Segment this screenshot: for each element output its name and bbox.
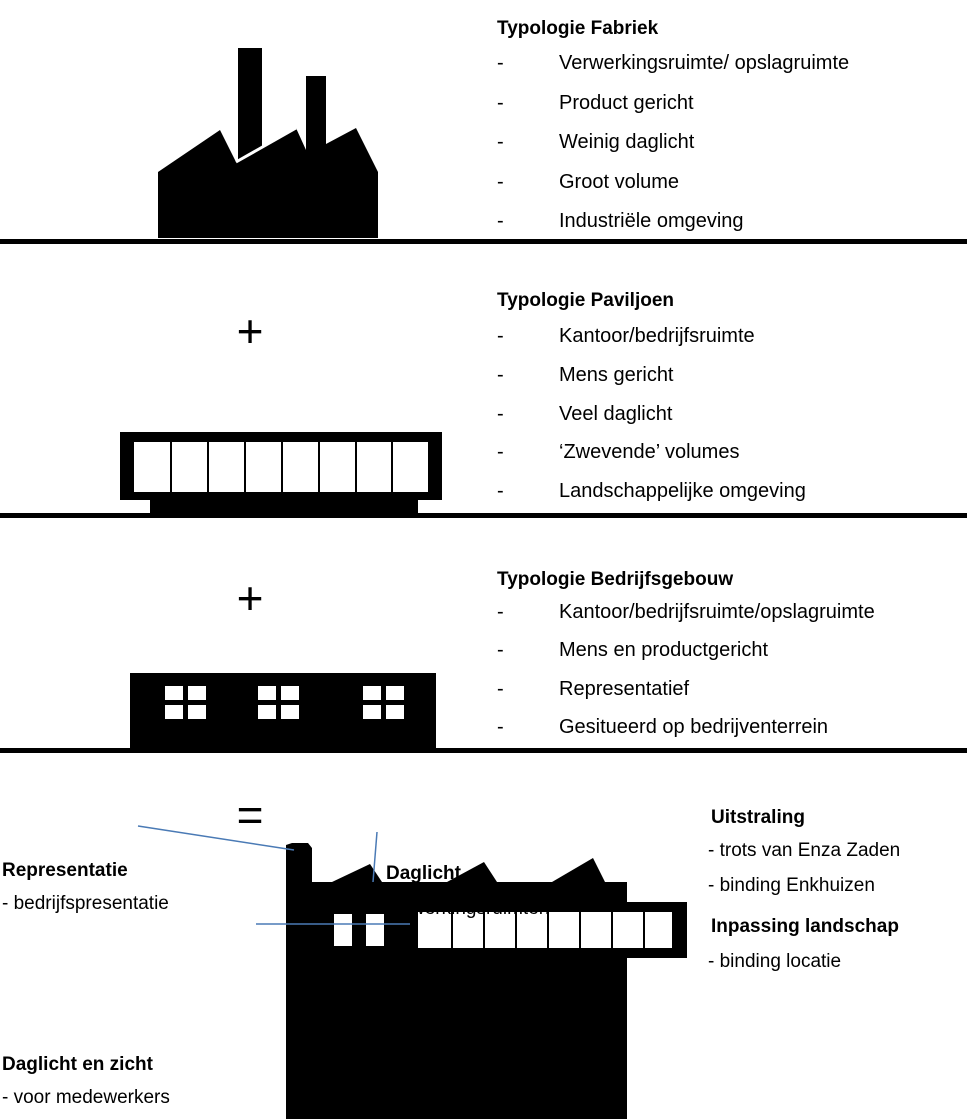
section-divider bbox=[0, 513, 967, 518]
combined-building-icon bbox=[137, 825, 687, 1119]
label-representatie-title: Representatie bbox=[2, 860, 128, 881]
label-daglicht-title: Daglicht bbox=[386, 863, 461, 884]
label-daglicht-zicht-text: - voor medewerkers bbox=[2, 1087, 170, 1108]
pavilion-icon bbox=[120, 432, 442, 514]
section-divider bbox=[0, 748, 967, 753]
section-bedrijfsgebouw-title: Typologie Bedrijfsgebouw bbox=[497, 569, 734, 590]
uitstraling-item: - trots van Enza Zaden bbox=[708, 840, 901, 861]
uitstraling-item: - binding Enkhuizen bbox=[708, 875, 875, 896]
section-fabriek-title: Typologie Fabriek bbox=[497, 18, 659, 39]
section-paviljoen-title: Typologie Paviljoen bbox=[497, 290, 675, 311]
section-divider bbox=[0, 239, 967, 244]
factory-icon bbox=[158, 48, 378, 238]
label-daglicht-zicht-title: Daglicht en zicht bbox=[2, 1054, 153, 1075]
label-representatie-text: - bedrijfspresentatie bbox=[2, 893, 169, 914]
inpassing-title: Inpassing landschap bbox=[711, 916, 899, 937]
uitstraling-title: Uitstraling bbox=[711, 807, 805, 828]
plus-sign: + bbox=[236, 572, 264, 624]
plus-sign: + bbox=[236, 305, 264, 357]
inpassing-item: - binding locatie bbox=[708, 951, 842, 972]
equals-sign: = bbox=[236, 789, 264, 841]
office-building-icon bbox=[130, 673, 436, 749]
label-daglicht-text: - verwerkingsruimten bbox=[373, 898, 550, 919]
